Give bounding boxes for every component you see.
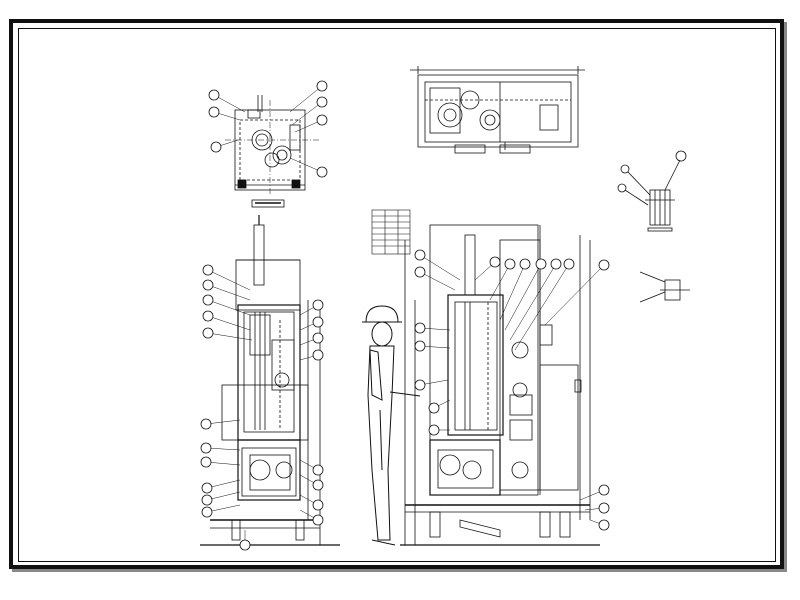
leader-line — [514, 263, 570, 351]
leader-line — [289, 85, 323, 113]
leader-line — [489, 263, 511, 301]
callout-balloon — [200, 418, 212, 430]
callout-balloon — [598, 259, 610, 271]
leader-line — [419, 271, 456, 291]
callout-balloon — [200, 456, 212, 468]
callout-balloon — [489, 256, 501, 268]
leader-line — [206, 504, 241, 513]
leader-line — [499, 263, 526, 321]
callout-balloons — [200, 80, 610, 551]
right-elevation-view — [400, 224, 600, 546]
leader-line — [207, 315, 251, 331]
detail-view-b — [639, 271, 690, 303]
callout-balloon — [202, 327, 214, 339]
callout-balloon — [550, 258, 562, 270]
left-elevation-view — [200, 215, 340, 546]
outer-border-frame — [9, 19, 784, 569]
leader-line — [291, 101, 323, 126]
leader-line — [207, 299, 251, 316]
callout-balloon — [598, 484, 610, 496]
callout-balloon — [201, 482, 213, 494]
leader-line — [544, 264, 605, 326]
human-scale-figure — [362, 305, 421, 546]
callout-balloon — [504, 258, 516, 270]
callout-balloon — [316, 96, 328, 108]
callout-balloon — [414, 379, 426, 391]
leader-line — [213, 94, 246, 113]
spec-table — [371, 209, 411, 255]
leader-line — [207, 332, 253, 341]
leader-line — [419, 254, 461, 281]
callout-balloon — [414, 322, 426, 334]
leader-line — [509, 263, 557, 341]
callout-balloon — [312, 349, 324, 361]
callout-balloon — [312, 499, 324, 511]
callout-balloon — [312, 299, 324, 311]
callout-balloon — [316, 114, 328, 126]
leader-line — [207, 269, 251, 291]
top-left-plan-view — [225, 95, 320, 208]
callout-balloon — [200, 442, 212, 454]
leader-line — [207, 284, 251, 301]
callout-balloon — [519, 258, 531, 270]
callout-balloon — [208, 106, 220, 118]
callout-balloon — [202, 279, 214, 291]
leader-line — [206, 491, 241, 501]
leader-line — [206, 479, 241, 489]
callout-balloon — [239, 539, 251, 551]
callout-balloon — [201, 506, 213, 518]
callout-balloon — [428, 424, 440, 436]
callout-balloon — [208, 89, 220, 101]
callout-balloon — [598, 519, 610, 531]
callout-balloon — [428, 402, 440, 414]
inner-border-frame — [18, 28, 776, 562]
callout-balloon — [202, 310, 214, 322]
leader-line — [289, 157, 323, 173]
callout-balloon — [316, 80, 328, 92]
callout-balloon — [312, 332, 324, 344]
leader-line — [504, 263, 542, 331]
callout-balloon — [535, 258, 547, 270]
top-center-plan-view — [410, 66, 585, 154]
leader-line — [205, 447, 241, 451]
callout-balloon — [563, 258, 575, 270]
callout-balloon — [598, 502, 610, 514]
leader-line — [205, 461, 241, 466]
callout-balloon — [201, 494, 213, 506]
callout-balloon — [414, 340, 426, 352]
callout-balloon — [312, 514, 324, 526]
callout-balloon — [316, 166, 328, 178]
callout-balloon — [312, 464, 324, 476]
leader-line — [205, 419, 241, 425]
callout-balloon — [202, 264, 214, 276]
callout-balloon — [312, 479, 324, 491]
callout-balloon — [202, 294, 214, 306]
detail-view-a — [617, 150, 687, 232]
callout-balloon — [312, 316, 324, 328]
callout-balloon — [210, 141, 222, 153]
callout-balloon — [414, 266, 426, 278]
callout-balloon — [414, 249, 426, 261]
